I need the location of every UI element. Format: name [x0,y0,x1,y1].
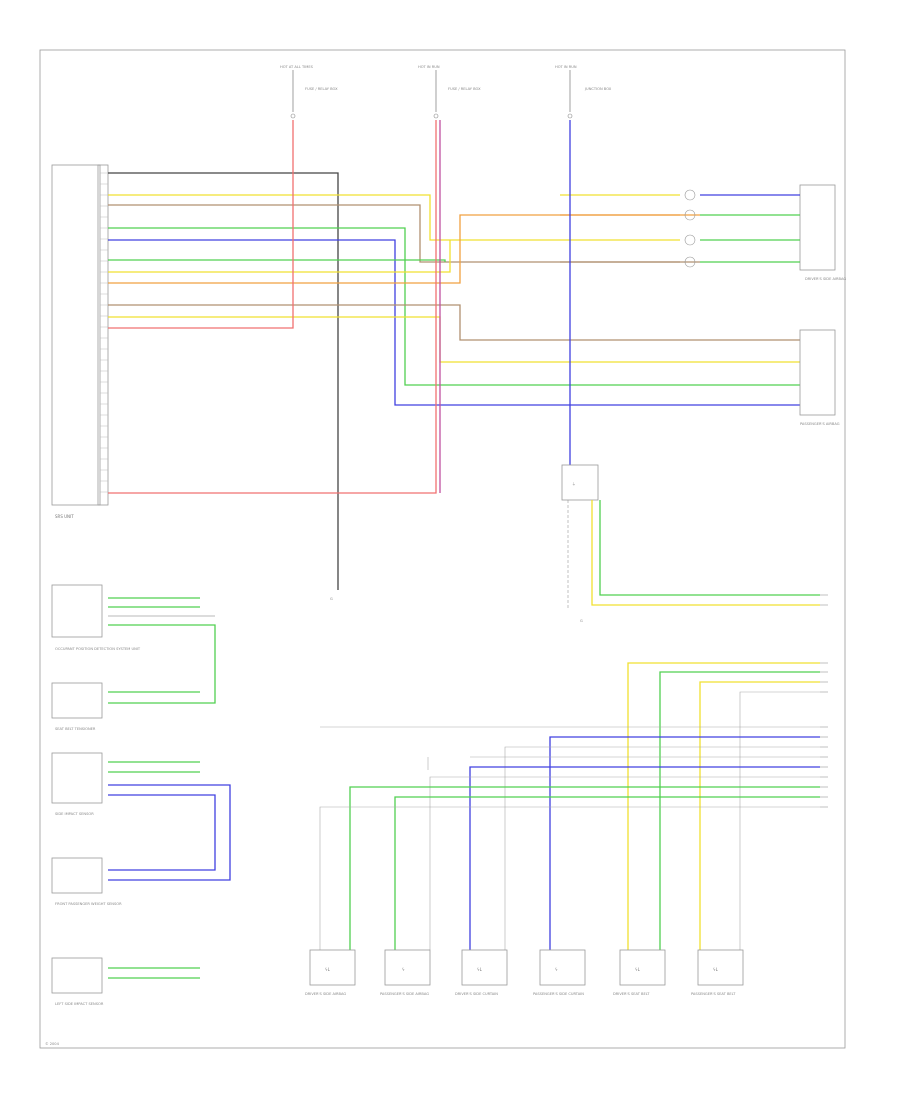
fuse-source-3: HOT IN RUN JUNCTION BOX [555,65,612,119]
connector-icon [684,234,696,246]
fuse-source-1-label: HOT AT ALL TIMES [280,65,314,69]
right-connector-ticks [820,594,828,808]
wire-red-2 [108,120,437,494]
wire-green-1 [108,227,800,386]
wire-red-1 [108,120,294,329]
wire-green-2 [108,259,446,262]
diagram-frame [39,49,846,1049]
passenger-airbag-module: PASSENGER'S AIRBAG [799,329,840,426]
squib-unit-1: ϟL DRIVER'S SIDE AIRBAG [305,949,356,996]
connector-icon [684,209,696,221]
footer: © 2004 [45,1042,60,1046]
fuse-source-3-label: HOT IN RUN [555,65,577,69]
left-sensor-module: LEFT SIDE IMPACT SENSOR [51,957,200,1006]
squib-icon: ϟL [713,967,719,972]
fuse-source-1: HOT AT ALL TIMES FUSE / RELAY BOX [280,65,338,119]
squib-icon: ϟL [477,967,483,972]
side-impact-module: SIDE IMPACT SENSOR [51,752,231,881]
center-sensor-ground: G [580,619,583,623]
fuse-source-1-desc: FUSE / RELAY BOX [305,87,338,91]
left-sensor-label: LEFT SIDE IMPACT SENSOR [55,1002,104,1006]
seat-belt-label: SEAT BELT TENSIONER [55,727,96,731]
fuse-source-2-label: HOT IN RUN [418,65,440,69]
squib-unit-5-label: DRIVER'S SEAT BELT [613,992,650,996]
driver-airbag-label-a: DRIVER'S SIDE AIRBAG [805,277,846,281]
squib-unit-3: ϟL DRIVER'S SIDE CURTAIN [455,949,508,996]
driver-airbag-module-a: DRIVER'S SIDE AIRBAG [799,184,846,281]
squib-unit-2-label: PASSENGER'S SIDE AIRBAG [380,992,429,996]
clockspring-wires [560,189,800,268]
squib-icon: ϟ [402,967,405,972]
wire-yellow-1 [108,194,560,241]
passenger-airbag-label: PASSENGER'S AIRBAG [800,422,840,426]
center-sensor: ⏚ G [561,120,820,623]
connector-icon [684,256,696,268]
squib-unit-6-label: PASSENGER'S SEAT BELT [691,992,736,996]
wire-tan-1 [108,204,700,263]
seat-belt-module: SEAT BELT TENSIONER [51,682,200,731]
occupant-sensor-module: OCCUPANT POSITION DETECTION SYSTEM UNIT [51,584,216,704]
side-impact-label: SIDE IMPACT SENSOR [55,812,94,816]
wire-yellow-2 [108,240,451,273]
squib-unit-2: ϟ PASSENGER'S SIDE AIRBAG [380,949,431,996]
srs-harness [108,120,800,590]
ground-icon: ⏚ [572,481,576,486]
squib-unit-5: ϟL DRIVER'S SEAT BELT [613,949,666,996]
srs-unit-label: SRS UNIT [55,514,74,519]
squib-unit-1-label: DRIVER'S SIDE AIRBAG [305,992,346,996]
front-passenger-label: FRONT PASSENGER WEIGHT SENSOR [55,902,122,906]
srs-pin-ticks [100,172,108,493]
bottom-bus [319,662,820,950]
fuse-source-2: HOT IN RUN FUSE / RELAY BOX [418,65,481,119]
occupant-sensor-label: OCCUPANT POSITION DETECTION SYSTEM UNIT [55,647,141,651]
wire-dark [108,172,339,590]
squib-icon: ϟL [325,967,331,972]
ground-g1: G [330,597,333,601]
srs-unit: SRS UNIT [51,164,109,519]
front-passenger-module: FRONT PASSENGER WEIGHT SENSOR [51,857,122,906]
squib-unit-3-label: DRIVER'S SIDE CURTAIN [455,992,498,996]
squib-unit-4-label: PASSENGER'S SIDE CURTAIN [533,992,584,996]
fuse-source-2-desc: FUSE / RELAY BOX [448,87,481,91]
wire-orange [108,214,700,284]
wire-tan-2 [108,304,800,341]
ground-g1-label: G [330,597,333,601]
squib-unit-4: ϟ PASSENGER'S SIDE CURTAIN [533,949,586,996]
connector-icon [684,189,696,201]
fuse-source-3-desc: JUNCTION BOX [584,87,612,91]
squib-icon: ϟL [635,967,641,972]
squib-unit-6: ϟL PASSENGER'S SEAT BELT [691,949,744,996]
squib-icon: ϟ [555,967,558,972]
wire-blue-1 [108,239,800,406]
